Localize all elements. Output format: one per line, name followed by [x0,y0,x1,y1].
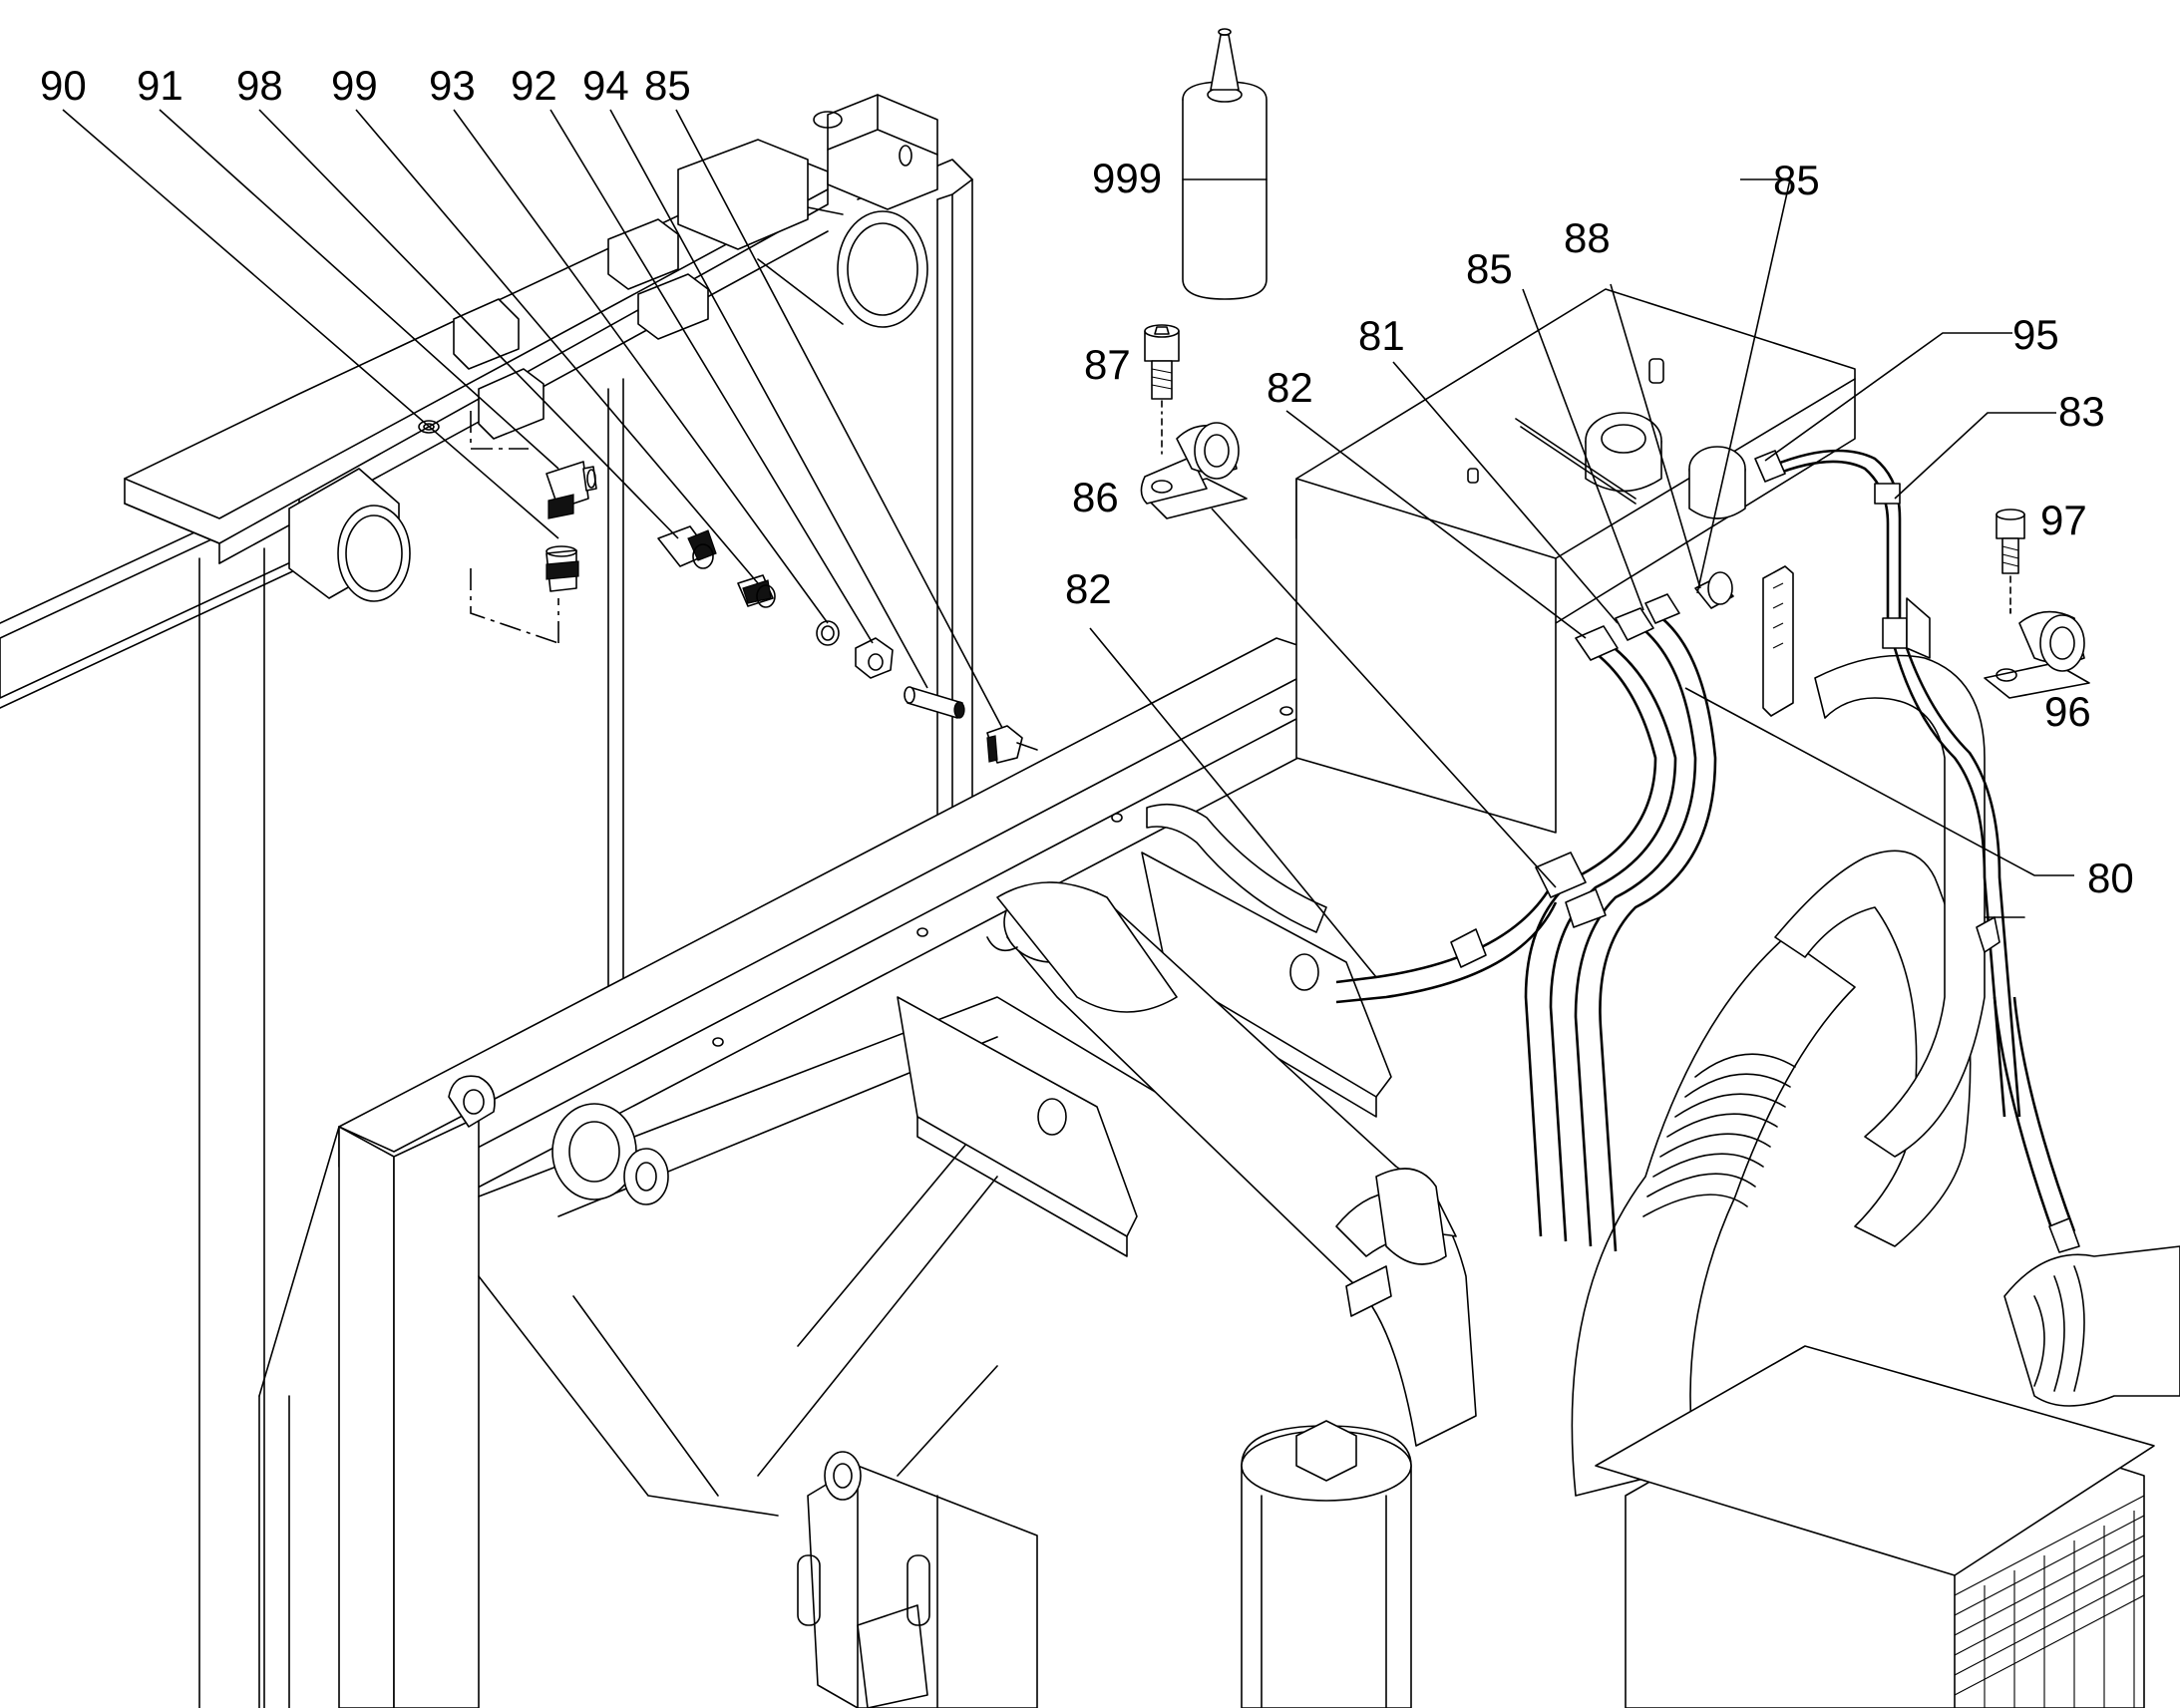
callout-98: 98 [236,62,283,109]
ring-93 [816,620,840,646]
callout-83: 83 [2058,388,2105,435]
small-hose-bundle [1146,449,2080,1253]
clamp-86 [1140,422,1248,519]
clamp-96 [1984,610,2090,699]
coolant-hoses [986,654,2180,1708]
assembly-centerlines [470,411,559,644]
callout-96: 96 [2044,688,2091,735]
callout-94: 94 [582,62,629,109]
plug-99 [737,574,776,608]
callout-93: 93 [429,62,476,109]
corrugation-rings [1642,1053,1796,1217]
sleeve-94 [904,686,965,719]
callout-82-lower: 82 [1065,565,1112,612]
callout-82-top: 82 [1267,364,1313,411]
callout-81: 81 [1358,312,1405,359]
callout-86: 86 [1072,474,1119,520]
clip-85-left [986,725,1038,764]
callout-999: 999 [1092,155,1162,201]
callout-92: 92 [511,62,557,109]
callout-80: 80 [2087,854,2134,901]
fitting-parts [545,461,1038,764]
expansion-tank [1295,288,1856,834]
screw-87 [1144,324,1180,455]
callout-97: 97 [2040,497,2087,543]
callout-85-top: 85 [644,62,691,109]
main-frame [258,637,1392,1708]
sealant-bottle-999 [1182,28,1268,300]
callout-90: 90 [40,62,87,109]
callout-85-upper-right: 85 [1773,157,1820,203]
callout-labels: 90 91 98 99 93 92 94 85 999 85 85 88 87 … [40,62,2134,901]
callout-88: 88 [1564,214,1611,261]
screw-97 [1996,509,2025,614]
nut-92 [855,637,894,679]
leader-lines [62,109,2074,978]
elbow-fitting-91 [545,461,597,519]
callout-95: 95 [2012,311,2059,358]
radiator-frame [0,94,973,1708]
adapter-98 [657,525,717,569]
intercooler-grid [1954,1495,2145,1708]
callout-87: 87 [1084,341,1131,388]
callout-99: 99 [331,62,378,109]
callout-85-mid: 85 [1466,245,1513,292]
callout-91: 91 [137,62,183,109]
straight-fitting-90 [545,545,579,592]
